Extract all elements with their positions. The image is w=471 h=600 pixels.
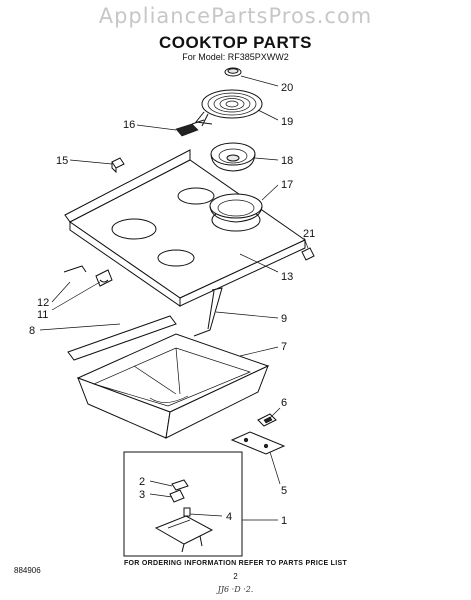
part-9-support-rod — [193, 287, 223, 337]
watermark: AppliancePartsPros.com — [98, 4, 373, 28]
callout-18: 18 — [281, 155, 293, 167]
callout-9: 9 — [281, 313, 287, 325]
part-6-bracket — [257, 413, 277, 427]
model-subtitle: For Model: RF385PXWW2 — [182, 52, 289, 62]
part-17-drip-bowl-large — [209, 193, 263, 223]
callout-1: 1 — [281, 515, 287, 527]
part-15-clip — [111, 157, 125, 174]
callout-2: 2 — [139, 476, 145, 488]
ordering-note: FOR ORDERING INFORMATION REFER TO PARTS … — [123, 560, 348, 567]
callout-6: 6 — [281, 397, 287, 409]
switch-subassembly-box — [123, 451, 243, 557]
part-20-element-cap — [224, 67, 242, 77]
reference-code: 884906 — [14, 566, 41, 575]
callout-21: 21 — [303, 228, 315, 240]
callout-11: 11 — [37, 309, 48, 321]
callout-16: 16 — [123, 119, 135, 131]
callout-20: 20 — [281, 82, 293, 94]
part-5-terminal-strip — [230, 431, 286, 455]
callout-13: 13 — [281, 271, 293, 283]
leader-lines — [39, 75, 309, 521]
callout-15: 15 — [56, 155, 68, 167]
date-mark: JJ6 ·D ·2. — [217, 585, 254, 594]
part-18-drip-bowl — [210, 142, 256, 172]
callout-12: 12 — [37, 297, 49, 309]
callout-17: 17 — [281, 179, 293, 191]
part-21-clip — [301, 247, 315, 261]
part-8-trim-strip — [67, 315, 177, 361]
part-16-terminal-block — [175, 119, 205, 137]
callout-7: 7 — [281, 341, 287, 353]
part-13-cooktop-panel — [64, 149, 307, 307]
page-number: 2 — [233, 572, 238, 581]
callout-5: 5 — [281, 485, 287, 497]
callout-4: 4 — [226, 511, 232, 523]
page-title: COOKTOP PARTS — [159, 33, 312, 52]
part-11-12-hinge — [63, 265, 113, 287]
callout-19: 19 — [281, 116, 293, 128]
part-19-surface-element — [195, 89, 263, 127]
part-7-cooktop-tray — [76, 333, 270, 439]
callout-8: 8 — [29, 325, 35, 337]
callout-3: 3 — [139, 489, 145, 501]
